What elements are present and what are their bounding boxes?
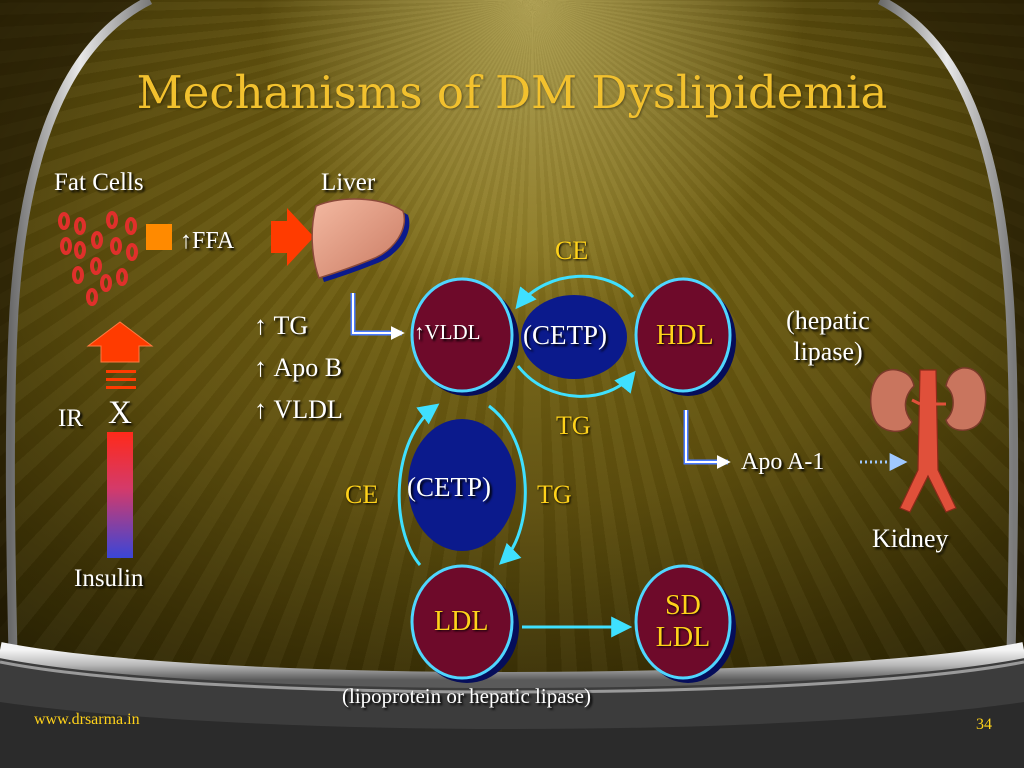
hdl-node-label: HDL [656,320,714,351]
ir-label: IR [58,405,83,432]
ce-top-label: CE [555,236,589,265]
sd-ldl-node [634,564,732,680]
website-footer: www.drsarma.in [34,711,140,728]
vldl-node-label: ↑VLDL [414,320,481,344]
ldl-node-label: LDL [434,606,489,637]
insulin-block-mark: X [108,395,132,431]
up-arrow-icon: ↑ [180,228,192,254]
hdl-node [634,277,732,393]
page-number: 34 [976,716,992,733]
hdl-to-apoa1-arrow [685,410,731,469]
ce-exchange-arrow [515,274,635,310]
fat-cells-label: Fat Cells [54,169,144,196]
tg-vertical-arrow [488,404,527,565]
up-arrow-icon: ↑ [414,320,425,344]
hepatic-lipase-label: (hepatic lipase) [786,306,870,367]
tg-top-label: TG [556,411,591,440]
orange-square-icon [146,224,172,250]
vldl-node [410,277,514,393]
cetp-top-label: (CETP) [523,320,607,350]
tg-exchange-arrow [516,365,636,398]
tg-increase-label: ↑ TG [254,311,309,340]
up-arrow-icon: ↑ [254,353,267,382]
liver-label: Liver [321,169,376,196]
slide-title: Mechanisms of DM Dyslipidemia [136,66,888,119]
ce-left-label: CE [345,480,379,509]
sd-ldl-node-label: SD LDL [655,590,711,654]
ffa-label: ↑FFA [180,228,235,254]
ldl-node [410,564,514,680]
apob-increase-label: ↑ Apo B [254,353,343,382]
fat-cells-icon [58,211,138,306]
tg-left-label: TG [537,480,572,509]
cetp-left-node [408,419,516,551]
kidney-icon [870,367,987,513]
ce-vertical-arrow [397,403,440,566]
vldl-increase-label: ↑ VLDL [254,395,343,424]
ffa-arrow-icon [271,208,314,266]
apo-a1-label: Apo A-1 [741,449,825,475]
up-arrow-icon: ↑ [254,311,267,340]
lipase-footnote: (lipoprotein or hepatic lipase) [342,684,591,708]
cetp-left-label: (CETP) [407,472,491,502]
kidney-label: Kidney [872,524,949,553]
insulin-label: Insulin [74,565,144,592]
cetp-top-node [521,295,627,379]
up-arrow-icon: ↑ [254,395,267,424]
liver-icon [311,198,410,282]
insulin-resistance-arrow-icon [86,321,154,558]
